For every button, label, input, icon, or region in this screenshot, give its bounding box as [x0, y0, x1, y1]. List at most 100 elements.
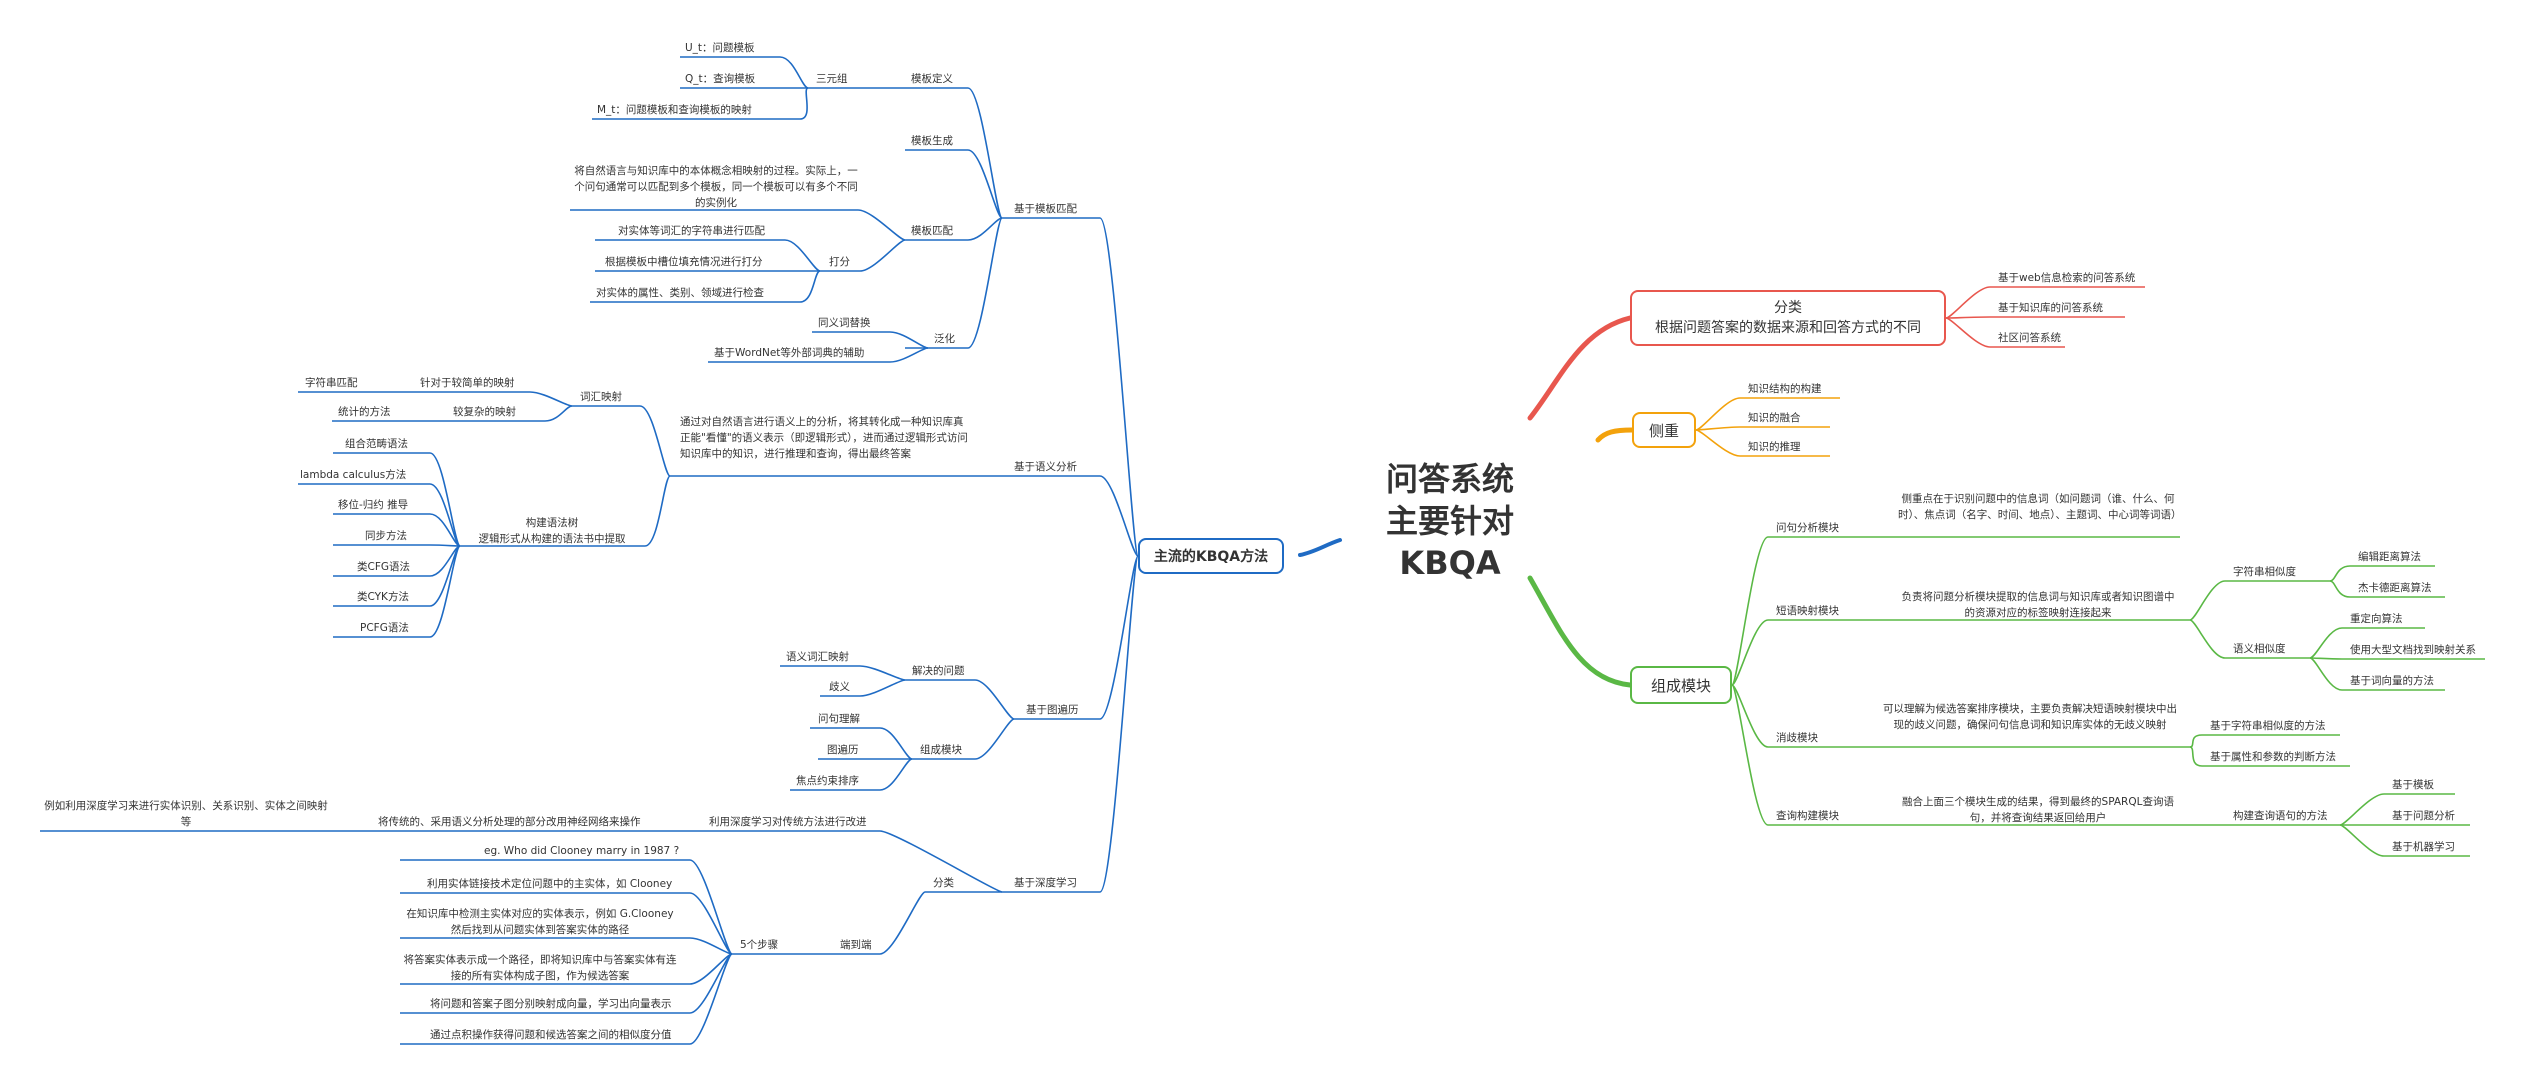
node-wordnet[interactable]: 基于WordNet等外部词典的辅助 — [714, 347, 865, 359]
node-template-generation[interactable]: 模板生成 — [911, 135, 953, 147]
node-end-to-end[interactable]: 端到端 — [840, 939, 872, 951]
node-mt[interactable]: M_t：问题模板和查询模板的映射 — [597, 104, 752, 116]
link-disambiguation — [1731, 684, 2190, 748]
topic-components[interactable]: 组成模块 — [1630, 666, 1732, 704]
node-step-example[interactable]: eg. Who did Clooney marry in 1987 ? — [484, 845, 680, 857]
link-disamb-attr — [2189, 746, 2350, 767]
node-disambiguation-desc[interactable]: 可以理解为候选答案排序模块，主要负责解决短语映射模块中出现的歧义问题，确保问句信… — [1883, 703, 2177, 731]
node-step-1[interactable]: 利用实体链接技术定位问题中的主实体，如 Clooney — [427, 878, 673, 890]
node-template-match[interactable]: 模板匹配 — [911, 225, 953, 237]
topic-classification[interactable]: 分类 根据问题答案的数据来源和回答方式的不同 — [1630, 290, 1946, 346]
node-semantic-desc[interactable]: 通过对自然语言进行语义上的分析，将其转化成一种知识库真正能"看懂"的语义表示（即… — [680, 416, 968, 460]
node-graph-modules[interactable]: 组成模块 — [920, 744, 962, 756]
node-web-qa[interactable]: 基于web信息检索的问答系统 — [1998, 272, 2136, 284]
node-complex-mapping[interactable]: 较复杂的映射 — [453, 406, 516, 418]
node-scoring[interactable]: 打分 — [829, 256, 850, 268]
node-phrase-mapping-desc[interactable]: 负责将问题分析模块提取的信息词与知识库或者知识图谱中的资源对应的标签映射连接起来 — [1901, 591, 2175, 619]
node-graph-traversal[interactable]: 基于图遍历 — [1026, 704, 1079, 716]
node-template-definition[interactable]: 模板定义 — [911, 73, 953, 85]
node-disamb-string[interactable]: 基于字符串相似度的方法 — [2210, 720, 2326, 732]
node-phrase-mapping[interactable]: 短语映射模块 — [1776, 605, 1839, 617]
node-semantic-similarity[interactable]: 语义相似度 — [2233, 643, 2286, 655]
node-question-analysis-desc[interactable]: 侧重点在于识别问题中的信息词（如问题词（谁、什么、何时）、焦点词（名字、时间、地… — [1898, 493, 2182, 521]
node-generalization[interactable]: 泛化 — [934, 333, 955, 345]
node-synonym[interactable]: 同义词替换 — [818, 317, 871, 329]
root-to-left-branch — [1298, 538, 1342, 557]
link-knowledge-fusion — [1695, 426, 1830, 431]
node-sync[interactable]: 同步方法 — [365, 530, 407, 542]
node-simple-mapping[interactable]: 针对于较简单的映射 — [420, 377, 515, 389]
node-redirect[interactable]: 重定向算法 — [2350, 613, 2403, 625]
link-query-building — [1731, 684, 2215, 826]
node-deep-learning[interactable]: 基于深度学习 — [1014, 877, 1077, 889]
node-score-3[interactable]: 对实体的属性、类别、领域进行检查 — [596, 287, 764, 299]
node-score-2[interactable]: 根据模板中槽位填充情况进行打分 — [605, 256, 763, 268]
link-edit-distance — [2329, 565, 2435, 582]
node-match-desc[interactable]: 将自然语言与知识库中的本体概念相映射的过程。实际上，一个问句通常可以匹配到多个模… — [574, 165, 858, 209]
node-query-methods[interactable]: 构建查询语句的方法 — [2233, 810, 2328, 822]
node-query-building[interactable]: 查询构建模块 — [1776, 810, 1839, 822]
topic-kbqa-methods[interactable]: 主流的KBQA方法 — [1138, 538, 1284, 574]
node-community-qa[interactable]: 社区问答系统 — [1998, 332, 2061, 344]
node-qt[interactable]: Q_t：查询模板 — [685, 73, 756, 85]
root-title: 问答系统 — [1385, 460, 1514, 498]
link-knowledge-structure — [1695, 397, 1840, 431]
node-step-3[interactable]: 将答案实体表示成一个路径，即将知识库中与答案实体有连接的所有实体构成子图，作为候… — [403, 954, 677, 982]
node-large-docs[interactable]: 使用大型文档找到映射关系 — [2350, 644, 2476, 656]
node-focus-ranking[interactable]: 焦点约束排序 — [796, 775, 859, 787]
node-knowledge-structure[interactable]: 知识结构的构建 — [1748, 383, 1822, 395]
root-topic[interactable]: 问答系统 主要针对KBQA — [1340, 458, 1560, 584]
node-step-5[interactable]: 通过点积操作获得问题和候选答案之间的相似度分值 — [430, 1029, 672, 1041]
node-query-building-desc[interactable]: 融合上面三个模块生成的结果，得到最终的SPARQL查询语句，并将查询结果返回给用… — [1902, 796, 2174, 824]
node-grammar-tree[interactable]: 构建语法树 逻辑形式从构建的语法书中提取 — [462, 515, 642, 547]
node-string-similarity[interactable]: 字符串相似度 — [2233, 566, 2296, 578]
node-kb-qa[interactable]: 基于知识库的问答系统 — [1998, 302, 2103, 314]
node-template-matching[interactable]: 基于模板匹配 — [1014, 203, 1077, 215]
node-five-steps[interactable]: 5个步骤 — [740, 939, 779, 951]
node-knowledge-fusion[interactable]: 知识的融合 — [1748, 412, 1801, 424]
node-semantic-vocab[interactable]: 语义词汇映射 — [786, 651, 849, 663]
node-dl-replace[interactable]: 将传统的、采用语义分析处理的部分改用神经网络来操作 — [378, 816, 641, 828]
node-semantic-analysis[interactable]: 基于语义分析 — [1014, 461, 1077, 473]
node-step-4[interactable]: 将问题和答案子图分别映射成向量，学习出向量表示 — [430, 998, 672, 1010]
node-score-1[interactable]: 对实体等词汇的字符串进行匹配 — [618, 225, 765, 237]
node-ml-based[interactable]: 基于机器学习 — [2392, 841, 2455, 853]
node-cyk[interactable]: 类CYK方法 — [357, 591, 409, 603]
node-edit-distance[interactable]: 编辑距离算法 — [2358, 551, 2421, 563]
node-solved-problems[interactable]: 解决的问题 — [912, 665, 965, 677]
node-question-understanding[interactable]: 问句理解 — [818, 713, 860, 725]
node-lambda[interactable]: lambda calculus方法 — [300, 469, 407, 481]
node-step-2[interactable]: 在知识库中检测主实体对应的实体表示，例如 G.Clooney 然后找到从问题实体… — [406, 908, 674, 936]
link-semantic-similarity — [2189, 619, 2310, 659]
node-ut[interactable]: U_t：问题模板 — [685, 42, 755, 54]
node-vocab-mapping[interactable]: 词汇映射 — [580, 391, 622, 403]
node-question-analysis[interactable]: 问句分析模块 — [1776, 522, 1839, 534]
node-dl-classification[interactable]: 分类 — [933, 877, 954, 889]
node-jaccard[interactable]: 杰卡德距离算法 — [2358, 582, 2432, 594]
node-template-based[interactable]: 基于模板 — [2392, 779, 2434, 791]
topic-kbqa-methods-label: 主流的KBQA方法 — [1153, 549, 1269, 565]
node-dl-improve[interactable]: 利用深度学习对传统方法进行改进 — [709, 816, 867, 828]
node-ambiguity[interactable]: 歧义 — [829, 681, 850, 693]
link-graph — [1014, 555, 1139, 720]
node-analysis-based[interactable]: 基于问题分析 — [2392, 810, 2455, 822]
node-statistical[interactable]: 统计的方法 — [338, 406, 391, 418]
node-dl-example[interactable]: 例如利用深度学习来进行实体识别、关系识别、实体之间映射等 — [44, 800, 328, 828]
node-pcfg[interactable]: PCFG语法 — [360, 622, 409, 634]
node-graph-walk[interactable]: 图遍历 — [827, 744, 859, 756]
node-knowledge-reasoning[interactable]: 知识的推理 — [1748, 441, 1801, 453]
node-triple[interactable]: 三元组 — [816, 73, 848, 85]
link-wordnet — [708, 347, 929, 363]
node-disamb-attr[interactable]: 基于属性和参数的判断方法 — [2210, 751, 2336, 763]
node-shift-reduce[interactable]: 移位-归约 推导 — [338, 499, 409, 511]
topic-focus[interactable]: 侧重 — [1632, 412, 1696, 448]
node-disambiguation[interactable]: 消歧模块 — [1776, 732, 1818, 744]
node-cfg[interactable]: 类CFG语法 — [357, 561, 411, 573]
link-graph-modules — [912, 718, 1015, 760]
link-grammar — [460, 475, 671, 547]
node-ccg[interactable]: 组合范畴语法 — [345, 438, 408, 450]
link-question-understanding — [810, 727, 913, 760]
node-string-match[interactable]: 字符串匹配 — [305, 377, 358, 389]
node-word-vectors[interactable]: 基于词向量的方法 — [2350, 675, 2434, 687]
